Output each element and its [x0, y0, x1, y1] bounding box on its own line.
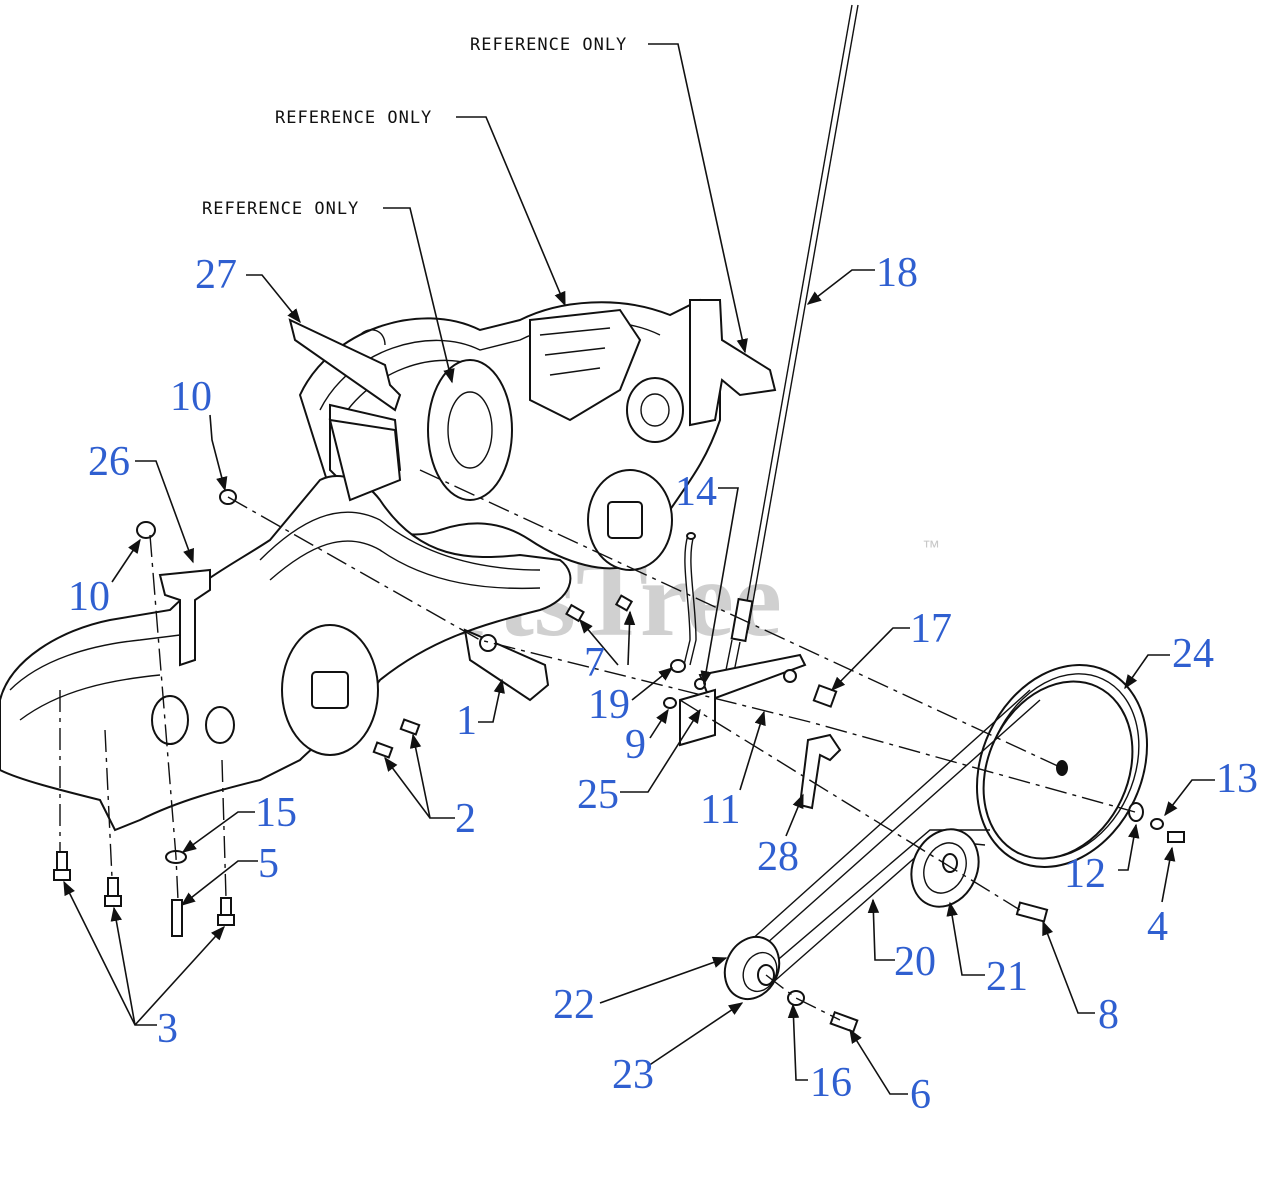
callout-24[interactable]: 24	[1172, 631, 1214, 677]
callout-2[interactable]: 2	[455, 796, 476, 842]
leader-lines	[63, 43, 1215, 1095]
idler-bracket	[679, 532, 842, 810]
callout-18[interactable]: 18	[876, 250, 918, 296]
callout-6[interactable]: 6	[910, 1072, 931, 1118]
callout-19[interactable]: 19	[588, 682, 630, 728]
callout-17[interactable]: 17	[910, 606, 952, 652]
callout-21[interactable]: 21	[986, 954, 1028, 1000]
hardware	[53, 489, 1185, 1034]
callout-11[interactable]: 11	[700, 787, 740, 833]
pulley-22	[723, 935, 781, 1001]
callout-22[interactable]: 22	[553, 982, 595, 1028]
callout-3[interactable]: 3	[157, 1006, 178, 1052]
callout-numbers: 27 18 10 26 10 14 7 17 24 1 19 9 25 11 2…	[68, 250, 1258, 1118]
callout-9[interactable]: 9	[625, 722, 646, 768]
pulley-large	[975, 664, 1149, 868]
callout-14[interactable]: 14	[675, 469, 717, 515]
pulley-21	[910, 828, 980, 908]
callout-12[interactable]: 12	[1064, 851, 1106, 897]
callout-25[interactable]: 25	[577, 772, 619, 818]
callout-16[interactable]: 16	[810, 1060, 852, 1106]
callout-1[interactable]: 1	[456, 698, 477, 744]
callout-5[interactable]: 5	[258, 841, 279, 887]
callout-7[interactable]: 7	[584, 640, 605, 686]
callout-23[interactable]: 23	[612, 1052, 654, 1098]
callout-26[interactable]: 26	[88, 439, 130, 485]
transmission-housing	[288, 298, 777, 571]
reference-label: REFERENCE ONLY	[202, 199, 359, 219]
callout-28[interactable]: 28	[757, 834, 799, 880]
callout-10-top[interactable]: 10	[170, 374, 212, 420]
callout-27[interactable]: 27	[195, 252, 237, 298]
watermark-tm: ™	[922, 537, 940, 557]
callout-10-lower[interactable]: 10	[68, 574, 110, 620]
callout-20[interactable]: 20	[894, 939, 936, 985]
callout-15[interactable]: 15	[255, 790, 297, 836]
reference-label: REFERENCE ONLY	[275, 108, 432, 128]
callout-8[interactable]: 8	[1098, 992, 1119, 1038]
callout-13[interactable]: 13	[1216, 756, 1258, 802]
alignment-lines	[59, 469, 1136, 1021]
tine-housing	[0, 418, 572, 832]
reference-label: REFERENCE ONLY	[470, 35, 627, 55]
callout-4[interactable]: 4	[1147, 904, 1168, 950]
